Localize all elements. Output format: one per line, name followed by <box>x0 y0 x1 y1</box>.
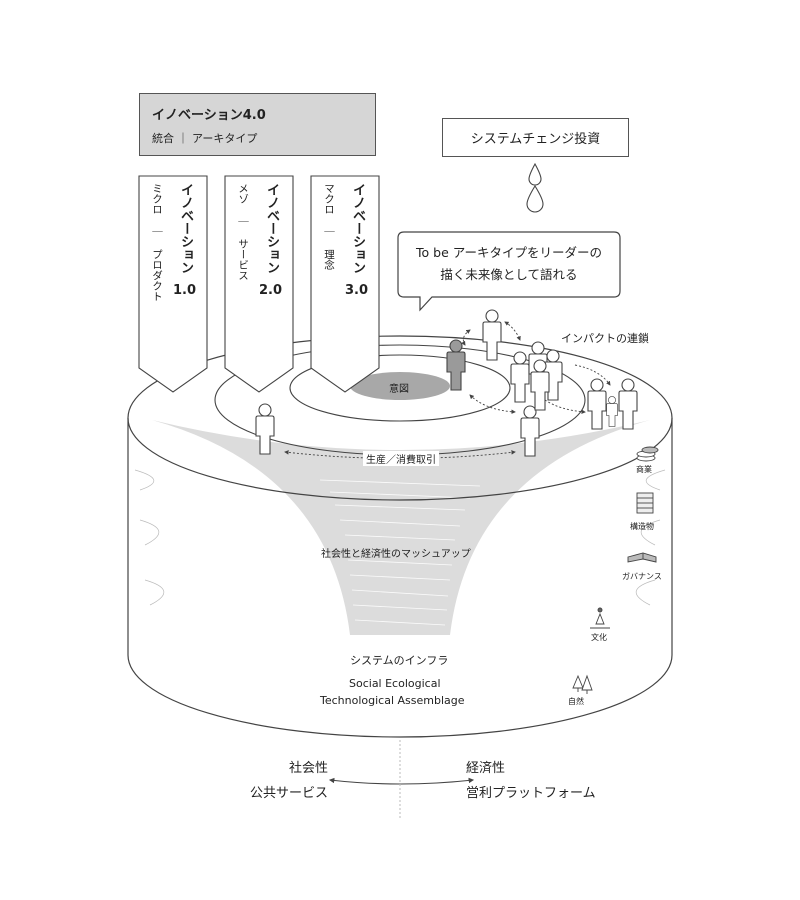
banner-1 <box>138 175 208 393</box>
book-icon <box>627 552 657 563</box>
assemblage-line-1: Social Ecological <box>349 677 441 690</box>
interaction-arrows <box>284 321 611 459</box>
banner-3-subtitle: マクロ ｜ 理念 <box>323 183 335 270</box>
social-label: 社会性 <box>289 761 329 776</box>
banner-1-title: イノベーション <box>178 183 193 274</box>
person-icon <box>530 359 550 411</box>
banner-2-title: イノベーション <box>264 183 279 274</box>
banner-2 <box>224 175 294 393</box>
layer-structures-label: 構造物 <box>630 522 654 531</box>
layer-nature-label: 自然 <box>568 697 584 706</box>
speech-line-1: To be アーキタイプをリーダーの <box>416 245 602 260</box>
innovation-40-title: イノベーション4.0 <box>152 108 266 123</box>
infra-label: システムのインフラ <box>350 654 449 667</box>
funnel-texture <box>319 479 481 626</box>
inner-ring <box>289 354 511 422</box>
building-icon <box>636 492 654 514</box>
speech-line-2: 描く未来像として語れる <box>440 267 578 282</box>
layer-commerce-label: 商業 <box>636 465 652 474</box>
banner-1-version: 1.0 <box>173 283 197 298</box>
innovation-40-box: イノベーション4.0 統合 ｜ アーキタイプ <box>139 93 376 156</box>
speech-bubble <box>397 231 621 312</box>
person-icon <box>520 405 540 457</box>
cylinder-body <box>127 335 673 738</box>
person-icon <box>255 403 275 455</box>
banner-3 <box>310 175 380 393</box>
layer-culture-label: 文化 <box>591 633 607 642</box>
impact-chain-label: インパクトの連鎖 <box>561 332 649 345</box>
production-consumption-label: 生産／消費取引 <box>363 451 439 466</box>
system-change-investment-label: システムチェンジ投資 <box>470 132 601 147</box>
outer-ring <box>127 335 673 501</box>
layer-governance-label: ガバナンス <box>622 572 662 581</box>
coins-icon <box>636 446 659 462</box>
person-icon <box>482 309 502 361</box>
economic-label: 経済性 <box>466 761 506 776</box>
public-service-label: 公共サービス <box>250 786 329 801</box>
assemblage-line-2: Technological Assemblage <box>320 694 465 707</box>
bottom-axis-arrow <box>328 777 475 785</box>
leader-person-icon <box>446 339 466 391</box>
mashup-label: 社会性と経済性のマッシュアップ <box>321 549 471 560</box>
person-icon <box>618 378 638 430</box>
person-icon <box>587 378 607 430</box>
banner-3-version: 3.0 <box>345 283 369 298</box>
banner-2-subtitle: メゾ ｜ サービス <box>237 183 249 281</box>
child-person-icon <box>606 396 618 427</box>
speech-bubble-text: To be アーキタイプをリーダーの 描く未来像として語れる <box>398 235 620 297</box>
banner-2-version: 2.0 <box>259 283 283 298</box>
innovation-40-subtitle: 統合 ｜ アーキタイプ <box>152 132 258 145</box>
people-figures <box>255 309 638 457</box>
person-icon <box>510 351 530 403</box>
banner-1-subtitle: ミクロ ｜ プロダクト <box>151 183 163 302</box>
praying-hands-icon <box>590 607 610 629</box>
intent-center <box>350 372 450 400</box>
cylinder-texture <box>134 469 666 606</box>
commercial-platform-label: 営利プラットフォーム <box>466 786 596 801</box>
side-layer-icons <box>572 446 659 694</box>
system-change-investment-box: システムチェンジ投資 <box>442 118 629 157</box>
innovation-banners <box>138 175 380 393</box>
intent-label: 意図 <box>389 384 409 395</box>
banner-3-title: イノベーション <box>350 183 365 274</box>
funnel-shape <box>152 420 650 635</box>
water-drop-icon <box>526 162 544 213</box>
trees-icon <box>572 674 593 694</box>
